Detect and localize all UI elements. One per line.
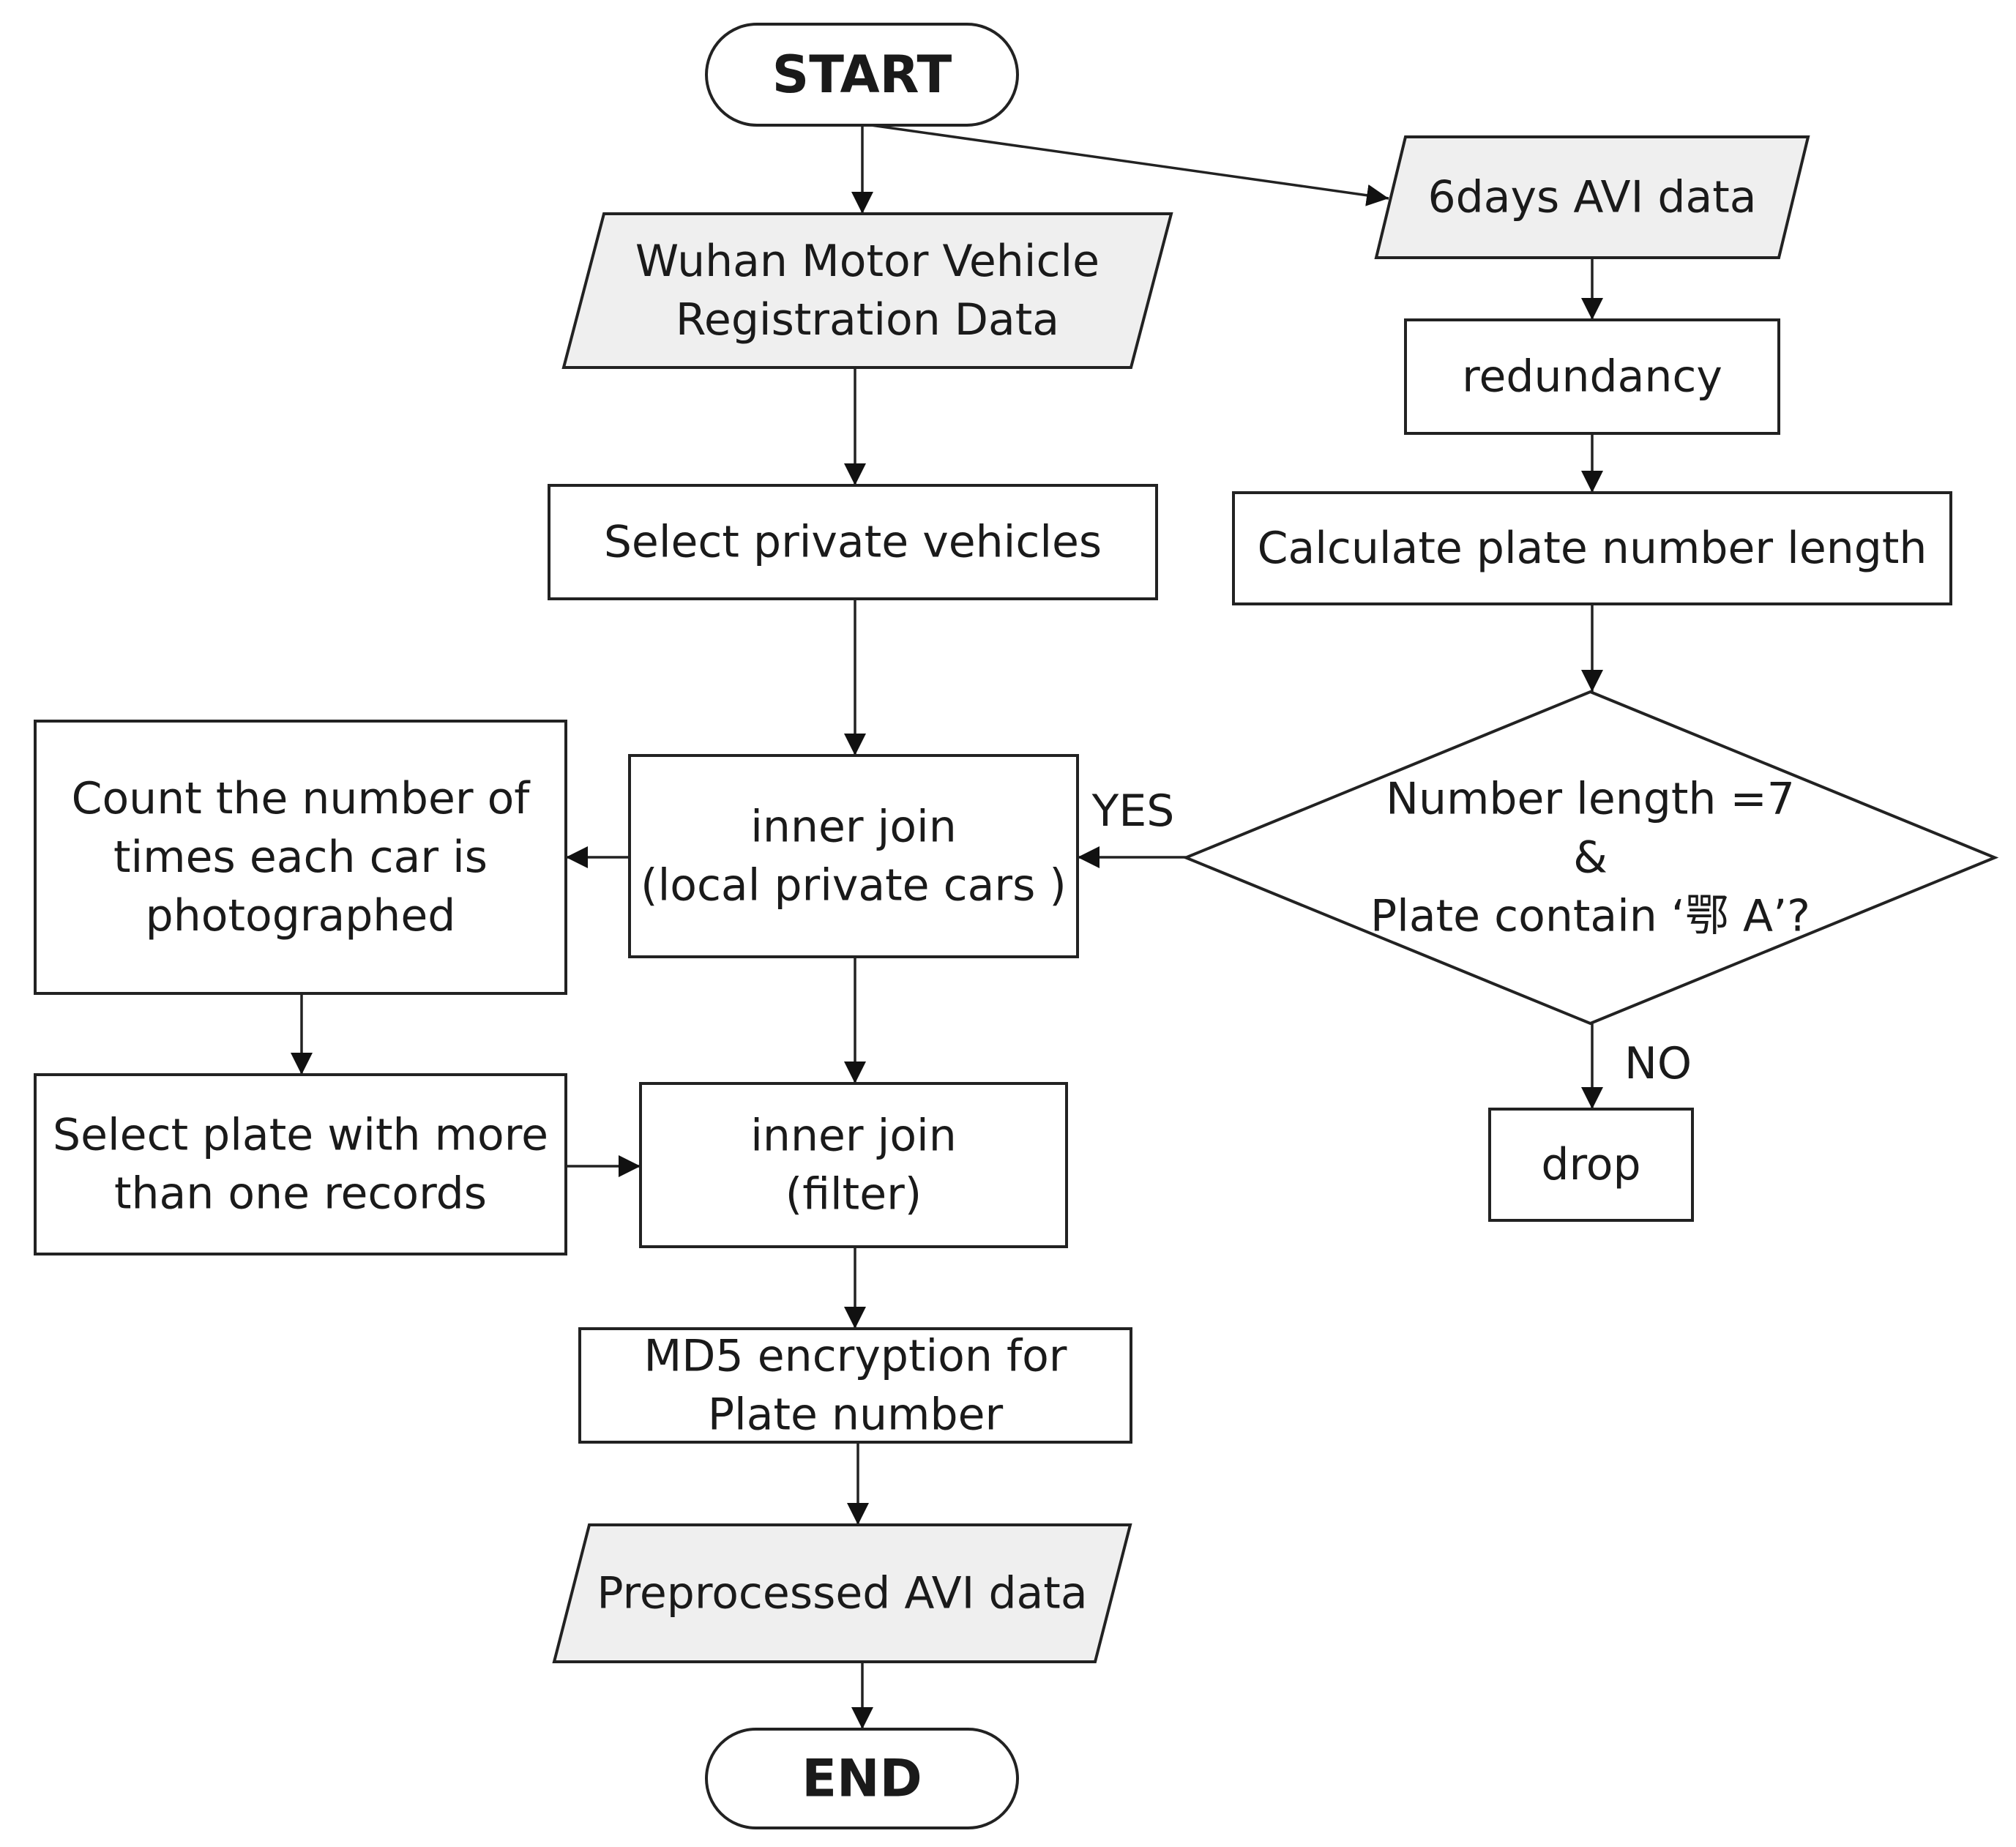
node-count-times: Count the number of times each car is phot… (34, 720, 567, 995)
data-parallelogram (1374, 135, 1810, 259)
process-box (34, 720, 567, 995)
node-start: START (705, 23, 1019, 127)
node-label-line: Select plate with more (53, 1110, 548, 1161)
node-label-line: & (1573, 832, 1608, 884)
node-end: END (705, 1728, 1019, 1829)
node-select-plate: Select plate with more than one records (34, 1073, 567, 1255)
node-label-line: Registration Data (676, 294, 1059, 346)
node-label-line: Plate contain ‘鄂 A’? (1370, 891, 1810, 942)
data-parallelogram (561, 212, 1173, 369)
edges-layer: YES NO (291, 124, 1692, 1729)
node-label-line: (filter) (785, 1169, 922, 1220)
node-label-line: than one records (114, 1168, 487, 1220)
decision-diamond (1181, 690, 1999, 1026)
node-redundancy: redundancy (1404, 318, 1780, 435)
edge-start-to-avi6 (870, 124, 1389, 206)
node-inner-join-filter: inner join (filter) (639, 1082, 1068, 1248)
node-label-line: photographed (146, 890, 456, 941)
process-box (1488, 1108, 1694, 1222)
process-box (1232, 491, 1952, 605)
node-inner-join-local: inner join (local private cars ) (628, 754, 1079, 958)
node-decision: Number length =7 & Plate contain ‘鄂 A’? (1181, 690, 1999, 1026)
node-label-line: Count the number of (72, 773, 531, 824)
node-label-line: MD5 encryption for (644, 1331, 1067, 1382)
node-label-line: Plate number (708, 1389, 1004, 1441)
node-label-line: (local private cars ) (641, 860, 1067, 911)
node-label-line: START (772, 45, 952, 105)
node-label-line: drop (1541, 1139, 1640, 1190)
process-box (1404, 318, 1780, 435)
edge-label: YES (1091, 786, 1175, 837)
process-box (639, 1082, 1068, 1248)
node-label-line: 6days AVI data (1427, 172, 1756, 223)
node-label-line: inner join (750, 1111, 956, 1162)
process-box (548, 484, 1158, 600)
node-avi6: 6days AVI data (1374, 135, 1810, 259)
node-label-line: Calculate plate number length (1258, 523, 1927, 574)
node-select-private: Select private vehicles (548, 484, 1158, 600)
node-label-line: times each car is (113, 832, 488, 883)
process-box (628, 754, 1079, 958)
node-calc-length: Calculate plate number length (1232, 491, 1952, 605)
data-parallelogram (552, 1523, 1132, 1663)
process-box (34, 1073, 567, 1255)
terminator-shape (705, 23, 1019, 127)
edge-label: NO (1624, 1038, 1692, 1089)
node-label-line: Wuhan Motor Vehicle (635, 236, 1100, 287)
node-label-line: redundancy (1462, 351, 1722, 403)
node-label-line: Number length =7 (1386, 774, 1795, 825)
node-preprocessed: Preprocessed AVI data (552, 1523, 1132, 1663)
node-label-line: inner join (750, 802, 956, 853)
process-box (578, 1327, 1132, 1444)
node-label-line: END (802, 1749, 922, 1809)
node-label-line: Preprocessed AVI data (597, 1568, 1087, 1619)
node-drop: drop (1488, 1108, 1694, 1222)
terminator-shape (705, 1728, 1019, 1829)
node-label-line: Select private vehicles (604, 517, 1102, 568)
